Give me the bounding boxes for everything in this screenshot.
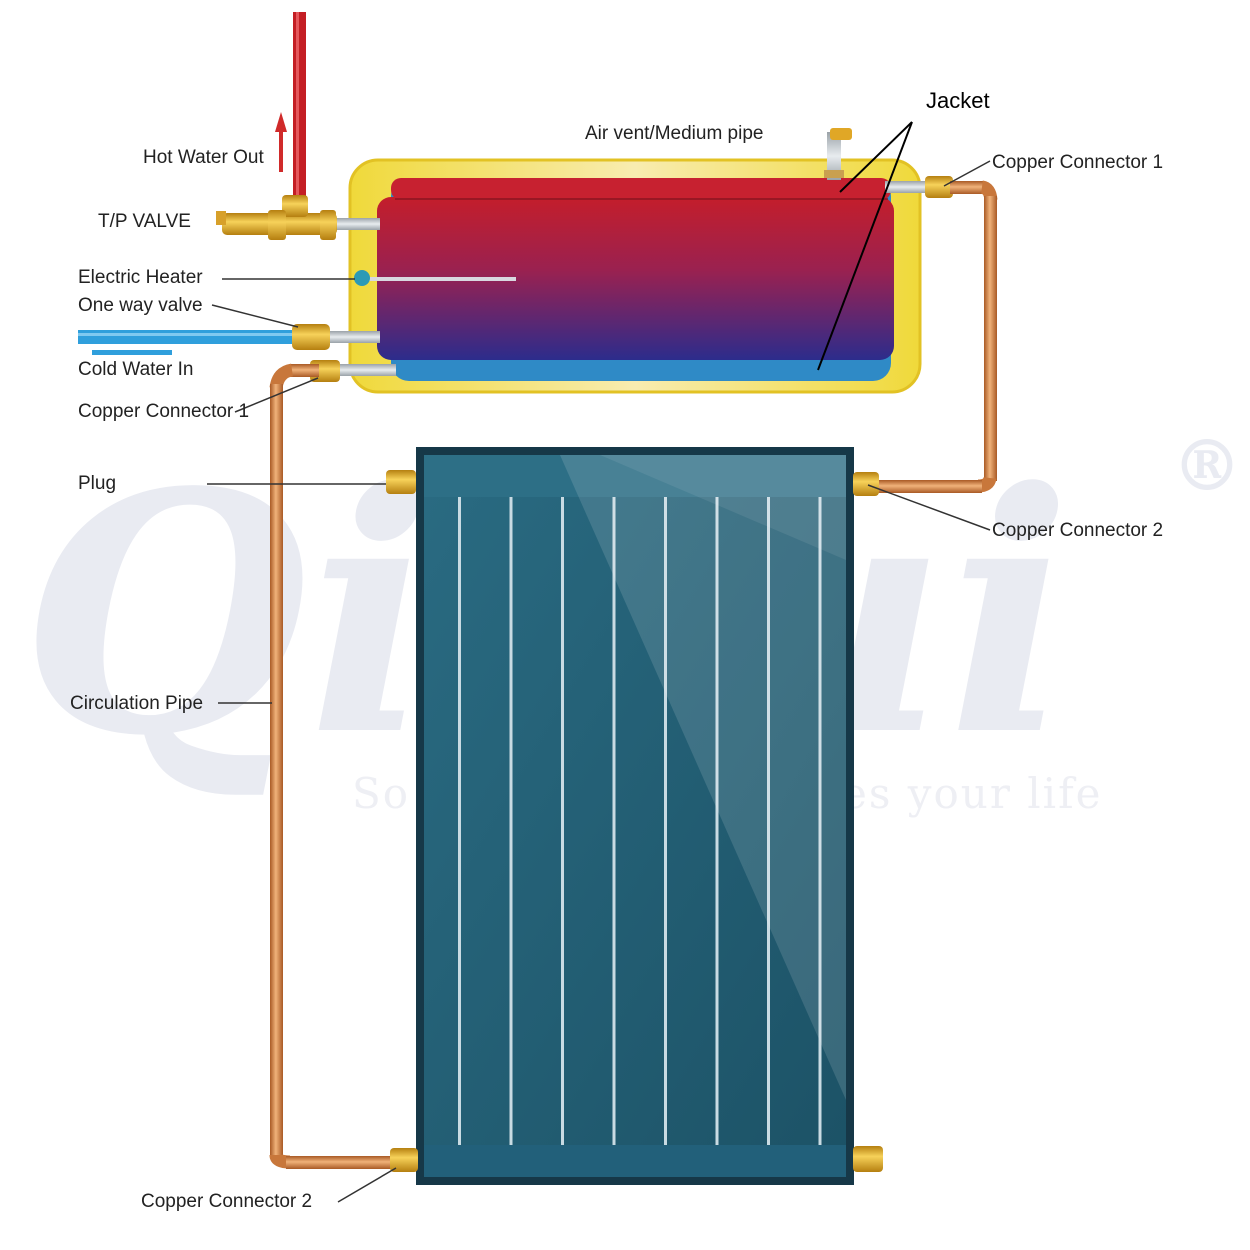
electric-heater bbox=[354, 270, 516, 286]
copper-connector-2-bottom-label: Copper Connector 2 bbox=[141, 1191, 312, 1212]
bottom-right-plug bbox=[853, 1146, 883, 1172]
bottom-header-pipe bbox=[424, 1145, 846, 1177]
cold-water-in-pipe bbox=[78, 330, 300, 344]
hot-water-arrow-icon bbox=[275, 112, 287, 172]
hot-pipe-highlight bbox=[296, 12, 299, 202]
riser-tube bbox=[458, 497, 461, 1145]
circulation-pipe bbox=[269, 180, 998, 1169]
riser-tube bbox=[767, 497, 770, 1145]
riser-tube bbox=[612, 497, 616, 1145]
one-way-valve-leader bbox=[211, 304, 299, 328]
panel-glass bbox=[424, 455, 846, 1177]
jacket-leader-bottom bbox=[817, 121, 913, 371]
cold-water-in-label: Cold Water In bbox=[78, 359, 193, 380]
registered-mark-icon: ® bbox=[1172, 424, 1242, 507]
watermark-tagline-right: es your life bbox=[842, 769, 1103, 818]
copper-connector-1-right-label: Copper Connector 1 bbox=[992, 152, 1163, 173]
jacket-leader-top bbox=[839, 121, 913, 193]
riser-tube bbox=[818, 497, 822, 1145]
copper-connector-1-right-leader bbox=[943, 160, 991, 187]
air-vent-pipe bbox=[824, 128, 852, 180]
hot-water-out-pipe bbox=[293, 12, 306, 202]
riser-tube bbox=[509, 497, 513, 1145]
one-way-valve-label: One way valve bbox=[78, 295, 203, 316]
copper-connector-1-right bbox=[885, 176, 953, 198]
jacket-top-band bbox=[391, 178, 891, 200]
plug-fitting bbox=[386, 470, 416, 494]
watermark-tagline-left: So bbox=[352, 769, 410, 818]
tp-valve bbox=[216, 195, 380, 240]
copper-connector-1-left-leader bbox=[234, 377, 319, 413]
copper-connector-2-bottom-leader bbox=[337, 1167, 397, 1203]
plug-label: Plug bbox=[78, 473, 116, 494]
copper-connector-1-left-label: Copper Connector 1 bbox=[78, 401, 249, 422]
cold-water-arrow-icon bbox=[92, 350, 172, 355]
copper-connector-2-right-fitting bbox=[853, 472, 879, 496]
inner-tank bbox=[377, 197, 894, 360]
glass-reflection bbox=[560, 455, 846, 1100]
riser-tubes bbox=[458, 497, 822, 1145]
storage-tank bbox=[348, 158, 922, 394]
riser-tube bbox=[664, 497, 667, 1145]
copper-connector-2-right-label: Copper Connector 2 bbox=[992, 520, 1163, 541]
copper-connector-2-bottom-fitting bbox=[390, 1148, 418, 1172]
copper-connector-2-right-leader bbox=[867, 484, 991, 531]
electric-heater-label: Electric Heater bbox=[78, 267, 203, 288]
riser-tube bbox=[561, 497, 564, 1145]
top-header-pipe bbox=[424, 455, 846, 497]
jacket-label: Jacket bbox=[926, 88, 990, 113]
tp-valve-label: T/P VALVE bbox=[98, 211, 191, 232]
riser-tube bbox=[715, 497, 719, 1145]
one-way-valve bbox=[292, 324, 380, 350]
solar-collector-panel bbox=[416, 447, 854, 1185]
air-vent-label: Air vent/Medium pipe bbox=[585, 123, 763, 144]
hot-water-out-label: Hot Water Out bbox=[143, 147, 264, 168]
circulation-pipe-label: Circulation Pipe bbox=[70, 693, 203, 714]
